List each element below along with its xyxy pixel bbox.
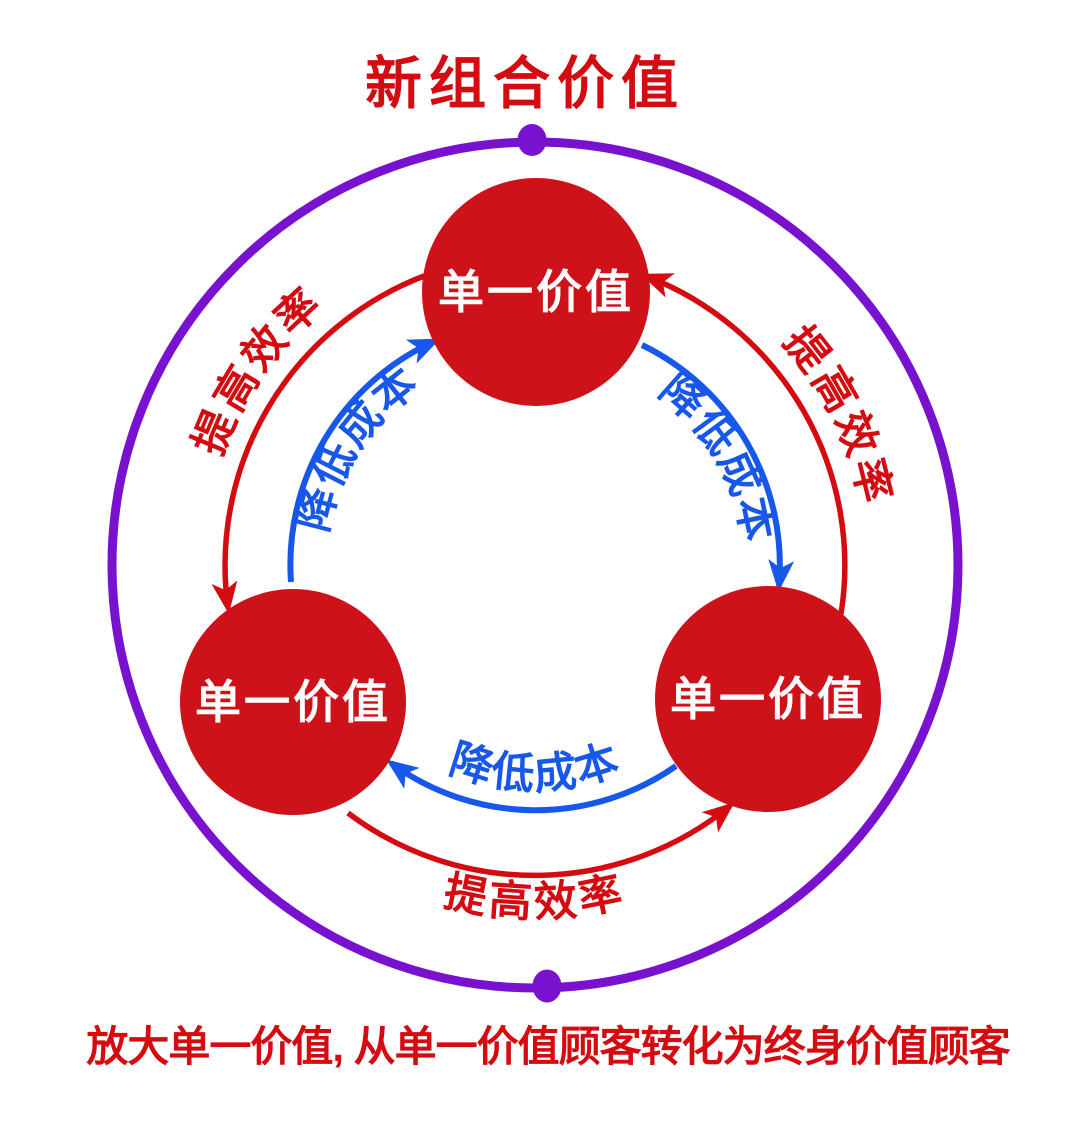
inner-edge-label-bottom: 降低成本 — [444, 735, 626, 799]
node-circle-bottom-right — [655, 586, 881, 812]
node-label-top: 单一价值 — [438, 266, 634, 318]
diagram-title: 新组合价值 — [365, 52, 685, 116]
red-arrow-bottom-left-to-bottom-right — [346, 802, 735, 879]
node-circle-top — [422, 178, 650, 406]
red-arrow-bottom-right-to-top — [640, 273, 848, 615]
blue-arrow-bottom-right-to-bottom-left — [386, 759, 678, 814]
ring-dot-bottom — [532, 969, 562, 1003]
red-arrow-top-to-bottom-left — [211, 273, 425, 614]
blue-arrow-top-to-bottom-right — [640, 342, 795, 592]
outer-edge-label-right: 提高效率 — [774, 318, 900, 511]
outer-edge-label-left: 提高效率 — [185, 278, 333, 462]
node-circle-bottom-left — [180, 589, 406, 815]
blue-arrow-bottom-left-to-top — [287, 338, 441, 583]
node-label-bottom-left: 单一价值 — [195, 676, 391, 728]
node-label-bottom-right: 单一价值 — [670, 673, 866, 725]
caption: 放大单一价值, 从单一价值顾客转化为终身价值顾客 — [86, 1023, 1010, 1070]
inner-edge-label-right: 降低成本 — [651, 365, 783, 547]
inner-edge-label-left: 降低成本 — [289, 357, 428, 536]
ring-dot-top — [517, 124, 547, 156]
